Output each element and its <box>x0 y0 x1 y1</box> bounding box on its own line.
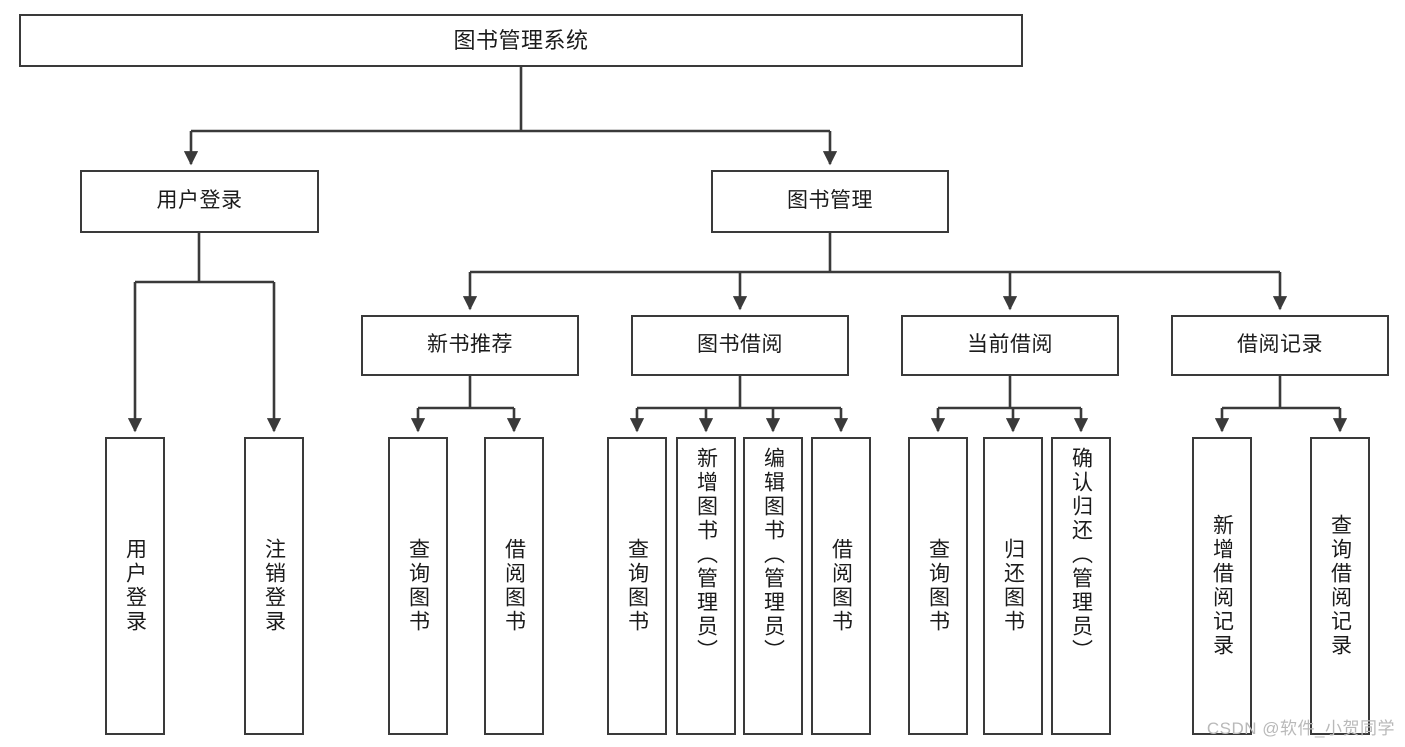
leaf-borrow-book-label: 借阅图书 <box>829 538 853 634</box>
node-book-borrow[interactable]: 图书借阅 <box>631 315 849 376</box>
leaf-edit-book-admin[interactable]: 编辑图书（管理员） <box>743 437 803 735</box>
node-user-login[interactable]: 用户登录 <box>80 170 319 233</box>
node-root-label: 图书管理系统 <box>453 27 589 53</box>
node-book-borrow-label: 图书借阅 <box>697 333 783 357</box>
leaf-add-borrow-record[interactable]: 新增借阅记录 <box>1192 437 1252 735</box>
leaf-query-book-borrow-label: 查询图书 <box>625 538 649 634</box>
leaf-query-book-current[interactable]: 查询图书 <box>908 437 968 735</box>
leaf-borrow-book-newbook-label: 借阅图书 <box>502 538 526 634</box>
leaf-user-login[interactable]: 用户登录 <box>105 437 165 735</box>
node-borrow-record[interactable]: 借阅记录 <box>1171 315 1389 376</box>
leaf-query-book-current-label: 查询图书 <box>926 538 950 634</box>
node-new-book-recommend-label: 新书推荐 <box>427 333 513 357</box>
leaf-edit-book-admin-label: 编辑图书（管理员） <box>761 447 785 663</box>
leaf-logout-login-label: 注销登录 <box>262 538 286 634</box>
leaf-logout-login[interactable]: 注销登录 <box>244 437 304 735</box>
leaf-return-book-label: 归还图书 <box>1001 538 1025 634</box>
leaf-confirm-return-admin[interactable]: 确认归还（管理员） <box>1051 437 1111 735</box>
leaf-user-login-label: 用户登录 <box>123 538 147 634</box>
node-user-login-label: 用户登录 <box>156 189 243 213</box>
leaf-add-book-admin[interactable]: 新增图书（管理员） <box>676 437 736 735</box>
node-book-management-label: 图书管理 <box>787 189 873 213</box>
node-current-borrow[interactable]: 当前借阅 <box>901 315 1119 376</box>
leaf-borrow-book[interactable]: 借阅图书 <box>811 437 871 735</box>
node-book-management[interactable]: 图书管理 <box>711 170 949 233</box>
leaf-add-book-admin-label: 新增图书（管理员） <box>694 447 718 663</box>
node-current-borrow-label: 当前借阅 <box>967 333 1053 357</box>
leaf-query-book-newbook-label: 查询图书 <box>406 538 430 634</box>
watermark: CSDN @软件_小贺同学 <box>1206 719 1395 738</box>
node-borrow-record-label: 借阅记录 <box>1237 333 1323 357</box>
leaf-return-book[interactable]: 归还图书 <box>983 437 1043 735</box>
leaf-query-borrow-record[interactable]: 查询借阅记录 <box>1310 437 1370 735</box>
leaf-borrow-book-newbook[interactable]: 借阅图书 <box>484 437 544 735</box>
node-root[interactable]: 图书管理系统 <box>19 14 1023 67</box>
node-new-book-recommend[interactable]: 新书推荐 <box>361 315 579 376</box>
leaf-query-book-newbook[interactable]: 查询图书 <box>388 437 448 735</box>
leaf-confirm-return-admin-label: 确认归还（管理员） <box>1069 447 1093 663</box>
leaf-query-borrow-record-label: 查询借阅记录 <box>1328 514 1352 658</box>
leaf-query-book-borrow[interactable]: 查询图书 <box>607 437 667 735</box>
leaf-add-borrow-record-label: 新增借阅记录 <box>1210 514 1234 658</box>
